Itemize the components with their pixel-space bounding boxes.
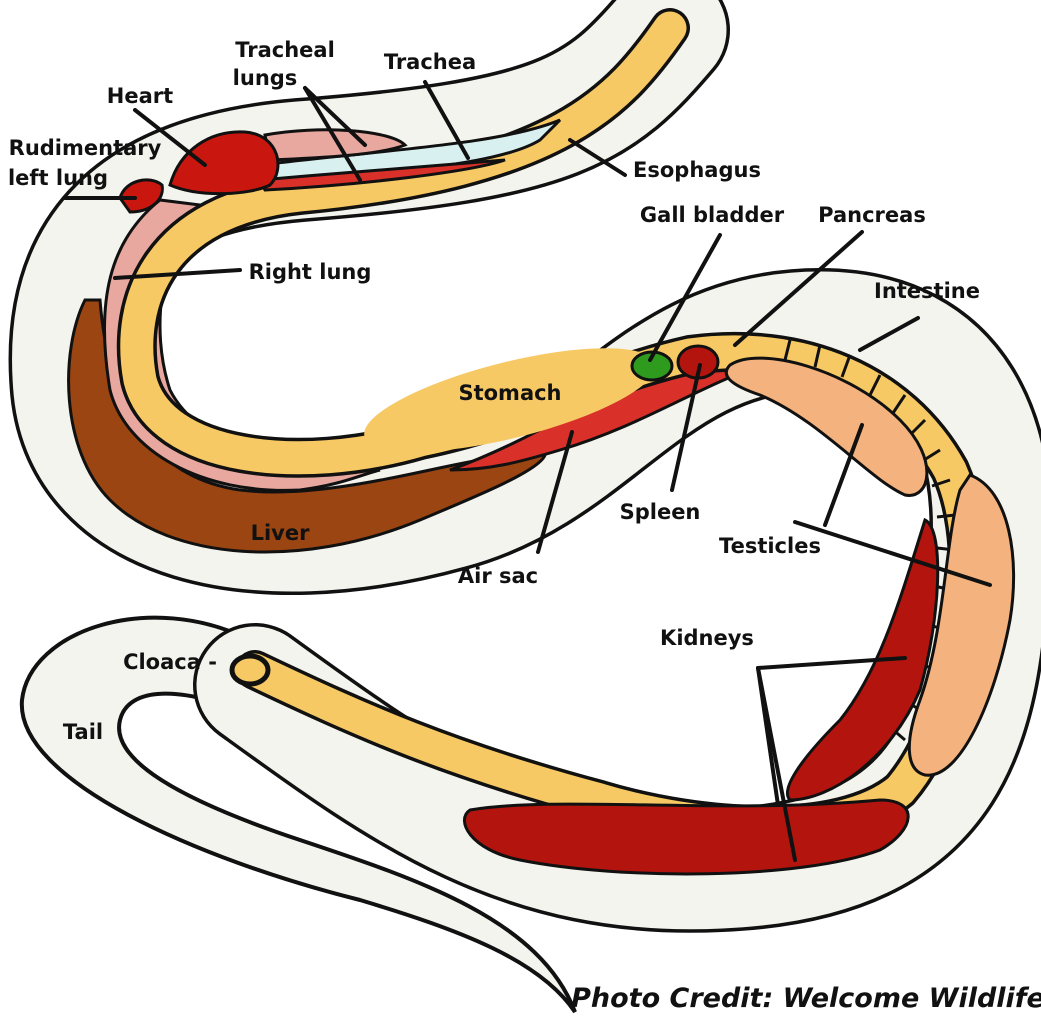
leader-right-lung xyxy=(113,268,242,280)
gall-bladder xyxy=(630,350,674,382)
label-testicles: Testicles xyxy=(719,534,821,558)
leader-air-sac xyxy=(536,430,574,554)
leader-trachea xyxy=(423,80,470,160)
label-esophagus: Esophagus xyxy=(633,158,761,182)
label-air-sac: Air sac xyxy=(458,564,538,588)
label-trachea: Trachea xyxy=(384,50,476,74)
liver xyxy=(67,298,547,554)
kidney-left xyxy=(463,798,910,876)
label-tracheal-lungs-2: lungs xyxy=(233,66,298,90)
label-liver: Liver xyxy=(251,521,311,545)
tracheal-lungs xyxy=(263,128,408,162)
leader-lines xyxy=(63,80,992,862)
label-tracheal-lungs: Tracheal xyxy=(235,38,335,62)
leader-heart xyxy=(133,108,207,167)
labels: Tracheal lungs Trachea Heart Rudimentary… xyxy=(8,38,1041,1014)
label-stomach: Stomach xyxy=(458,381,561,405)
leader-testicles-a xyxy=(823,423,864,527)
label-left-lung: left lung xyxy=(8,166,108,190)
testicle-lower xyxy=(907,473,1016,777)
label-rudimentary: Rudimentary xyxy=(9,136,162,160)
label-pancreas: Pancreas xyxy=(818,203,926,227)
label-kidneys: Kidneys xyxy=(660,626,754,650)
stomach xyxy=(364,348,656,452)
kidney-right xyxy=(785,517,940,802)
leader-intestine xyxy=(858,316,920,352)
tracheal-lungs-lower xyxy=(257,158,506,192)
leader-tracheal-lungs-a xyxy=(303,86,367,147)
label-heart: Heart xyxy=(107,84,173,108)
leader-testicles-b xyxy=(793,520,992,587)
label-intestine: Intestine xyxy=(874,279,980,303)
tail-outline xyxy=(19,615,577,1014)
heart xyxy=(168,130,280,196)
leader-tracheal-lungs-b xyxy=(303,86,362,182)
photo-credit: Photo Credit: Welcome Wildlife xyxy=(571,983,1041,1014)
leader-spleen xyxy=(670,363,702,492)
leader-pancreas xyxy=(733,230,864,347)
label-gall-bladder: Gall bladder xyxy=(640,203,785,227)
cloaca xyxy=(229,653,271,687)
leader-esophagus xyxy=(568,138,627,177)
label-tail: Tail xyxy=(63,720,103,744)
rudimentary-left-lung xyxy=(118,178,164,214)
leader-gall-bladder xyxy=(648,233,722,362)
label-spleen: Spleen xyxy=(620,500,701,524)
leader-kidneys-a xyxy=(756,656,907,670)
leader-kidneys-c xyxy=(756,666,780,807)
label-cloaca: Cloaca - xyxy=(123,650,217,674)
testicle-upper xyxy=(724,356,929,497)
label-right-lung: Right lung xyxy=(249,260,372,284)
